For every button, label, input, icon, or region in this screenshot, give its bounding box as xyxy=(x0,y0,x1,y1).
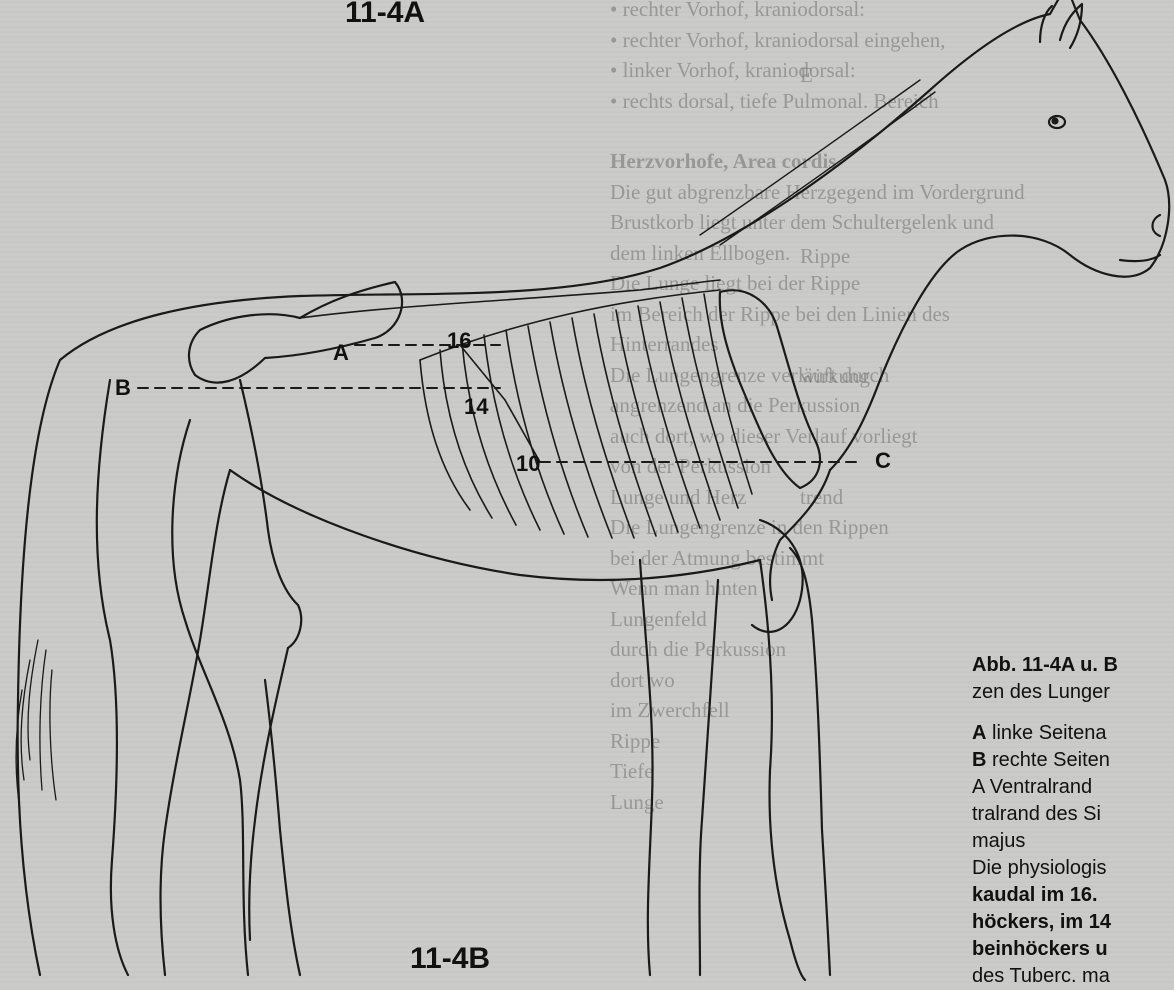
caption-title: Abb. 11-4A u. B xyxy=(972,652,1118,679)
legend-text-b: rechte Seiten xyxy=(992,749,1110,771)
marker-rib-10: 10 xyxy=(516,451,540,477)
caption-description: A Ventralrand tralrand des Si majus xyxy=(972,774,1118,855)
legend-text-a: linke Seitena xyxy=(992,722,1107,744)
horse-mane xyxy=(700,80,935,245)
hind-leg-far xyxy=(97,380,230,975)
marker-c: C xyxy=(875,448,891,474)
horse-ear xyxy=(1040,6,1052,42)
femur-bone xyxy=(240,380,301,648)
marker-a: A xyxy=(333,340,349,366)
figure-label-b: 11-4B xyxy=(410,942,490,976)
desc-line: tralrand des Si xyxy=(972,801,1118,828)
tail-hair xyxy=(16,640,56,810)
caption-legend-a: A linke Seitena xyxy=(972,720,1118,747)
spine xyxy=(300,280,720,318)
physio-line: höckers, im 14 xyxy=(972,909,1118,936)
legend-key-b: B xyxy=(972,749,986,771)
horse-belly xyxy=(230,470,760,580)
marker-rib-14: 14 xyxy=(464,394,488,420)
elbow xyxy=(752,520,803,632)
horse-mouth xyxy=(1120,255,1160,261)
horse-pupil xyxy=(1053,119,1058,124)
hind-leg-near xyxy=(172,420,300,975)
physio-line: beinhöckers u xyxy=(972,936,1118,963)
physio-line: Die physiologis xyxy=(972,855,1118,882)
scapula-bone xyxy=(720,290,820,488)
marker-rib-16: 16 xyxy=(447,328,471,354)
legend-key-a: A xyxy=(972,722,986,744)
caption-legend-b: B rechte Seiten xyxy=(972,747,1118,774)
caption-title-cont: zen des Lunger xyxy=(972,679,1118,706)
horse-chest xyxy=(770,470,830,600)
physio-line: kaudal im 16. xyxy=(972,882,1118,909)
caption-physiology: Die physiologis kaudal im 16. höckers, i… xyxy=(972,855,1118,990)
desc-line: majus xyxy=(972,828,1118,855)
figure-caption: Abb. 11-4A u. B zen des Lunger A linke S… xyxy=(972,652,1118,990)
horse-nostril xyxy=(1153,215,1161,236)
horse-ear xyxy=(1060,4,1082,48)
figure-label-a: 11-4A xyxy=(345,0,425,30)
front-leg-far xyxy=(640,560,718,975)
tibia-bone xyxy=(249,648,288,940)
desc-line: A Ventralrand xyxy=(972,774,1118,801)
marker-b: B xyxy=(115,375,131,401)
